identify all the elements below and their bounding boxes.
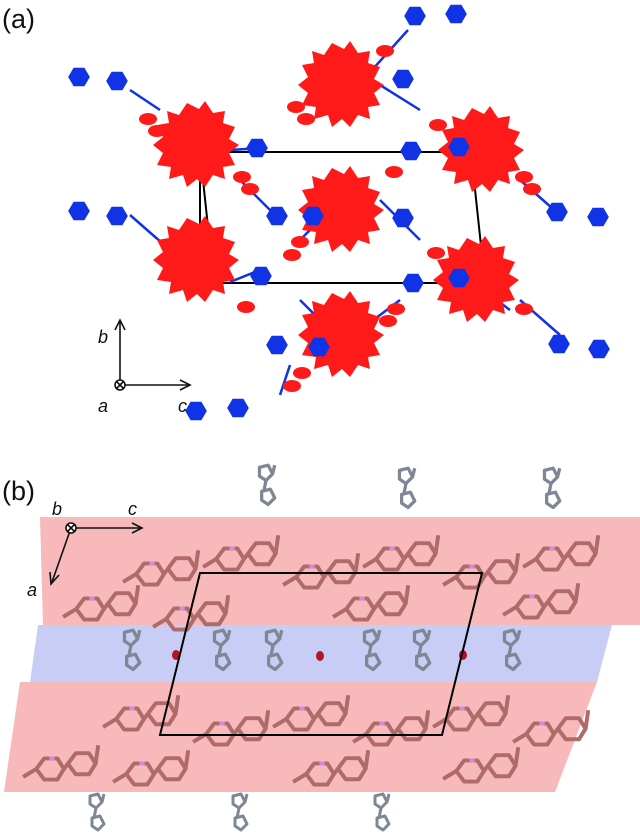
axis-label-b-vertical: b [98,327,108,347]
metal-complex-7 [433,236,519,322]
panel-a-label: (a) [2,4,35,34]
axis-label-a-down: a [27,580,37,600]
axis-indicator-a [114,318,192,391]
axis-label-a-into-page: a [98,396,108,416]
metal-complex-2 [153,216,239,302]
metal-complex-1 [153,101,239,187]
panel-b-label: (b) [2,476,35,506]
axis-indicator-b [49,522,144,586]
porphyrin-layer-top [40,517,640,625]
unit-cell-b [158,572,484,736]
axis-label-b-into-page: b [52,499,62,519]
axis-label-c-horizontal-b: c [128,499,137,519]
axis-label-c-horizontal: c [178,396,187,416]
panel-a-structure: b c a [68,4,610,421]
metal-complex-5 [298,291,384,377]
solvent-molecules [172,650,467,661]
panel-b-structure: b c a [4,463,640,832]
